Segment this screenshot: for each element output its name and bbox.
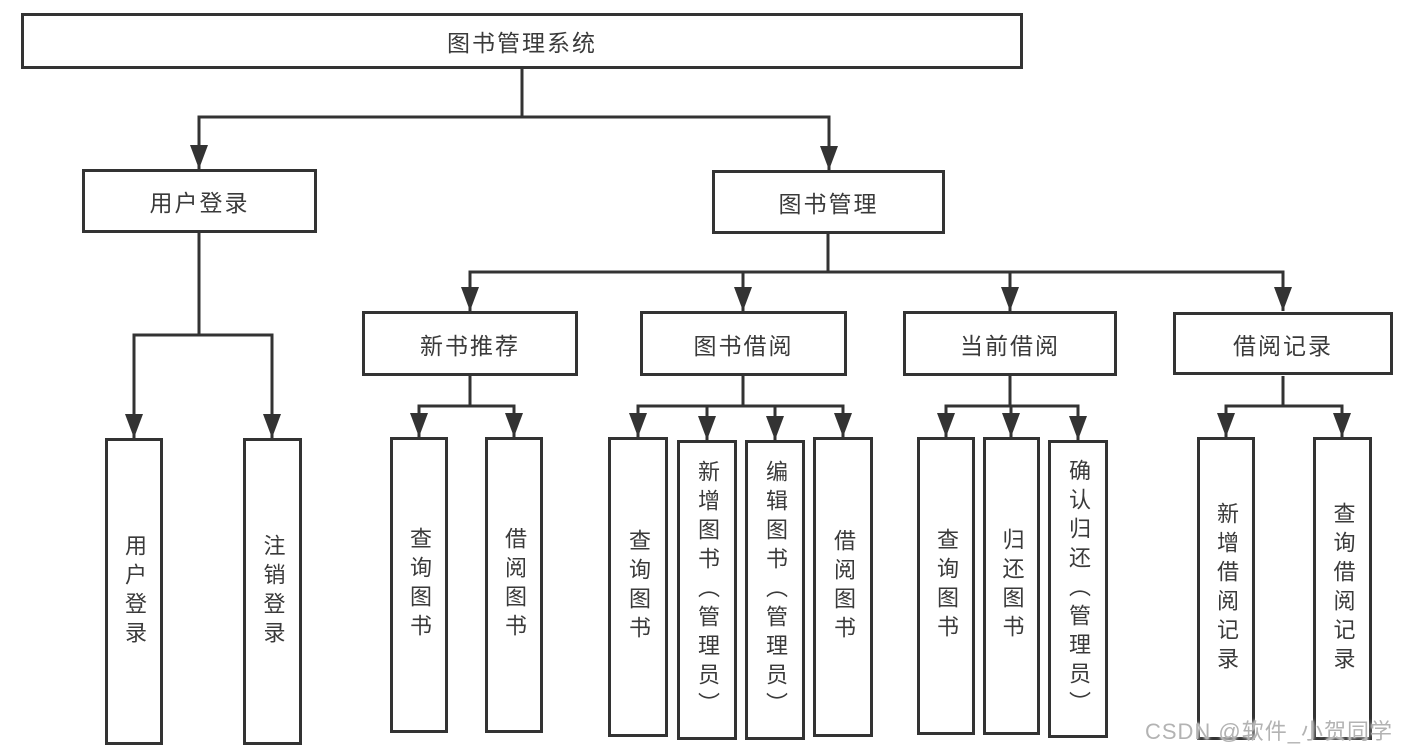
leaf-add-borrow-record: 新增借阅记录 bbox=[1197, 437, 1255, 740]
leaf-return-books: 归还图书 bbox=[983, 437, 1040, 735]
leaf-return-books-label: 归还图书 bbox=[999, 528, 1025, 644]
node-book-borrowing: 图书借阅 bbox=[640, 311, 847, 376]
leaf-add-borrow-record-label: 新增借阅记录 bbox=[1214, 501, 1239, 676]
leaf-query-borrow-record-label: 查询借阅记录 bbox=[1330, 501, 1356, 676]
leaf-borrowing-borrow-books-label: 借阅图书 bbox=[831, 529, 856, 645]
csdn-watermark: CSDN @软件_小贺同学 bbox=[1144, 719, 1393, 744]
node-borrowing-records-label: 借阅记录 bbox=[1233, 332, 1333, 359]
leaf-current-query-books: 查询图书 bbox=[917, 437, 975, 735]
leaf-borrowing-borrow-books: 借阅图书 bbox=[813, 437, 873, 737]
leaf-query-borrow-record: 查询借阅记录 bbox=[1313, 437, 1372, 740]
node-new-book-recommendation-label: 新书推荐 bbox=[420, 332, 520, 359]
node-book-management-branch-label: 图书管理 bbox=[778, 191, 879, 217]
leaf-logout-label: 注销登录 bbox=[260, 533, 286, 650]
node-book-management-branch: 图书管理 bbox=[712, 170, 945, 234]
node-current-borrowing: 当前借阅 bbox=[903, 311, 1117, 376]
leaf-add-books-admin-label: 新增图书（管理员） bbox=[695, 459, 720, 721]
leaf-borrowing-query-books-label: 查询图书 bbox=[626, 529, 651, 645]
leaf-confirm-return-admin: 确认归还（管理员） bbox=[1048, 440, 1108, 738]
leaf-user-login: 用户登录 bbox=[105, 438, 163, 745]
node-root-system: 图书管理系统 bbox=[21, 13, 1023, 69]
node-user-login-branch: 用户登录 bbox=[82, 169, 317, 233]
arrowheads bbox=[125, 145, 1351, 440]
node-root-system-label: 图书管理系统 bbox=[447, 30, 597, 56]
leaf-user-login-label: 用户登录 bbox=[122, 533, 147, 650]
leaf-edit-books-admin-label: 编辑图书（管理员） bbox=[763, 459, 788, 721]
leaf-confirm-return-admin-label: 确认归还（管理员） bbox=[1066, 458, 1091, 720]
node-current-borrowing-label: 当前借阅 bbox=[960, 332, 1060, 359]
node-borrowing-records: 借阅记录 bbox=[1173, 312, 1393, 375]
leaf-current-query-books-label: 查询图书 bbox=[934, 528, 959, 644]
node-user-login-branch-label: 用户登录 bbox=[149, 190, 250, 216]
leaf-recommend-borrow-books-label: 借阅图书 bbox=[502, 527, 527, 643]
node-new-book-recommendation: 新书推荐 bbox=[362, 311, 578, 376]
leaf-recommend-query-books-label: 查询图书 bbox=[407, 527, 432, 643]
leaf-recommend-borrow-books: 借阅图书 bbox=[485, 437, 543, 733]
node-book-borrowing-label: 图书借阅 bbox=[693, 332, 794, 359]
leaf-edit-books-admin: 编辑图书（管理员） bbox=[745, 440, 805, 740]
leaf-borrowing-query-books: 查询图书 bbox=[608, 437, 668, 737]
leaf-recommend-query-books: 查询图书 bbox=[390, 437, 448, 733]
leaf-add-books-admin: 新增图书（管理员） bbox=[677, 440, 737, 740]
leaf-logout: 注销登录 bbox=[243, 438, 302, 745]
